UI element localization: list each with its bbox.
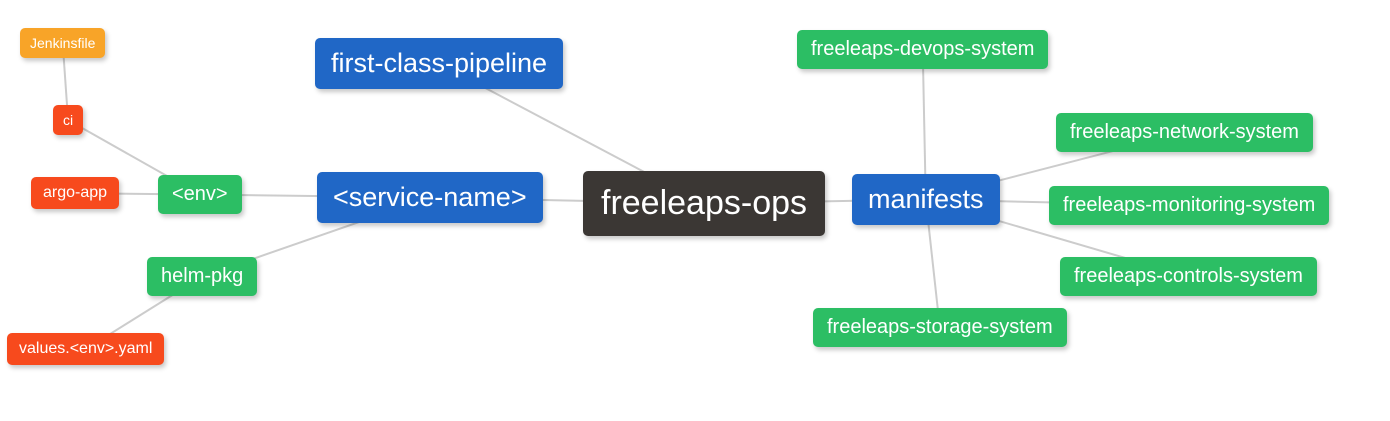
node-service-name[interactable]: <service-name> xyxy=(317,172,543,224)
node-manifests[interactable]: manifests xyxy=(852,174,1000,226)
node-freeleaps-devops-system[interactable]: freeleaps-devops-system xyxy=(797,30,1049,69)
node-values-env-yaml[interactable]: values.<env>.yaml xyxy=(7,333,165,366)
node-first-class-pipeline[interactable]: first-class-pipeline xyxy=(315,38,564,90)
node-env[interactable]: <env> xyxy=(158,175,242,214)
node-freeleaps-storage-system[interactable]: freeleaps-storage-system xyxy=(813,308,1067,347)
node-ci[interactable]: ci xyxy=(53,105,84,136)
node-helm-pkg[interactable]: helm-pkg xyxy=(147,257,258,296)
node-freeleaps-controls-system[interactable]: freeleaps-controls-system xyxy=(1060,257,1317,296)
node-freeleaps-monitoring-system[interactable]: freeleaps-monitoring-system xyxy=(1049,186,1330,225)
node-freeleaps-ops[interactable]: freeleaps-ops xyxy=(583,171,826,237)
node-argo-app[interactable]: argo-app xyxy=(31,177,120,210)
node-jenkinsfile[interactable]: Jenkinsfile xyxy=(20,28,106,59)
node-freeleaps-network-system[interactable]: freeleaps-network-system xyxy=(1056,113,1313,152)
